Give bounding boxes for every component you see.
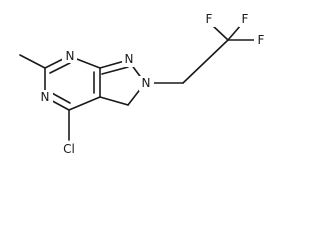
bond-cf3-f1 — [211, 24, 229, 41]
bonds — [19, 24, 255, 141]
atom-n-pyrazole-top: N — [125, 52, 134, 66]
bond-cf3-f2 — [227, 24, 242, 41]
atom-fluorine-3: F — [258, 33, 265, 47]
bond-methyl — [19, 54, 46, 69]
atom-fluorine-2: F — [242, 12, 249, 26]
bond-c4-c3a — [68, 96, 101, 111]
atom-chlorine: Cl — [63, 142, 75, 156]
bond-c3-c3a — [99, 96, 129, 106]
atom-fluorine-1: F — [206, 12, 213, 26]
chemical-structure-diagram: N N N N Cl F F F — [19, 12, 268, 156]
atom-n-pyrazole-right: N — [142, 76, 151, 90]
atom-n-top: N — [66, 49, 75, 63]
atom-n-left: N — [41, 90, 50, 104]
bond-c7a-n7-double — [101, 66, 129, 75]
bond-c6-n1-double — [49, 62, 71, 74]
bond-ch2-cf3 — [182, 39, 229, 84]
atom-labels: N N N N Cl F F F — [38, 12, 268, 156]
bond-n5-c4-double — [49, 91, 71, 104]
